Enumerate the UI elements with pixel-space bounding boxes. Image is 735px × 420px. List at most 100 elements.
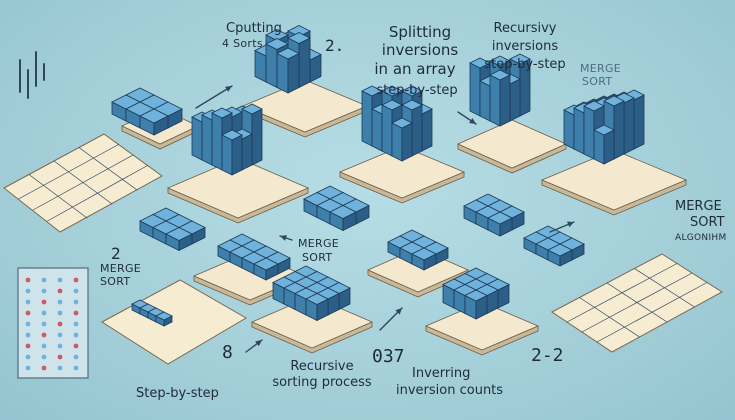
tablet-dot [57,277,63,283]
tablet-dot [57,343,63,349]
block-right-a-cube [487,211,513,237]
tablet-dot [25,310,31,316]
tablet-dot [41,354,47,360]
tablet-dot [41,299,47,305]
label-number-037: 037 [372,346,405,367]
tablet-dot [73,277,79,283]
block-merge-mid-cube [253,257,279,281]
board-left-line [47,165,148,222]
arrow-2-head [280,235,287,241]
label-merge-right-3: ALGONIHM [675,233,727,243]
label-recursive-b-2: sorting process [272,375,372,390]
tablet-dot [73,299,79,305]
platform-merge-right [540,149,688,211]
bars-second-left-cube [221,129,243,176]
tablet-dot [73,321,79,327]
arrow-6-head [469,117,476,124]
tablet-dot [41,321,47,327]
platform-bottom-center [250,295,374,349]
board-bottom-left [101,279,247,365]
label-merge-top-2: SORT [582,75,613,88]
bars-recursive-cube [489,69,511,127]
bars-splitting-cube [401,99,423,157]
tablet-dot [41,365,47,371]
stripe-bottom-left-cube [155,311,173,327]
label-recursive-3: step-by-step [484,57,566,72]
block-center-right-cube [411,247,437,271]
board-right-line [581,272,693,333]
label-recursive-b-1: Recursive [290,359,354,374]
tablet-dot [41,277,47,283]
label-number-neg: 2-2 [531,345,564,366]
label-merge-left-number: 2 [111,244,121,263]
label-merge-right-2: SORT [690,215,725,230]
tablet-dot [25,288,31,294]
tablet-dot [73,332,79,338]
platform-second-left [166,157,310,219]
tablet-dot [57,310,63,316]
tablet-dot [41,310,47,316]
arrow-1 [195,85,233,109]
label-merge-right-1: MERGE [675,199,722,214]
label-number-b: 8 [222,342,233,363]
block-top-left-cube [139,108,169,136]
tablet-dot [25,277,31,283]
tablet-dot [73,365,79,371]
bars-splitting-cube [391,117,413,162]
tablet-dot [57,365,63,371]
block-right-b-cube [547,243,573,267]
board-right-line [634,268,695,308]
bars-merge-right-cube [593,124,615,165]
platform-splitting [338,145,466,199]
board-right-line [596,282,708,343]
tablet-dot [73,343,79,349]
label-recursive-1: Recursivy [493,21,557,36]
label-cputting: Cputting [226,21,282,36]
tablet-dot [57,332,63,338]
tablet-dot [41,332,47,338]
label-recursive-2: inversions [491,39,559,54]
tablet-dot [41,343,47,349]
tablet-dot [73,354,79,360]
label-merge-left-1: MERGE [100,262,142,275]
block-mid-center-cube [329,205,357,232]
tablet-dot [73,310,79,316]
label-step-bottom: Step-by-step [136,386,219,401]
label-merge-left-2: SORT [100,275,131,288]
arrow-5-head [255,340,262,347]
arrow-1-head [225,86,232,92]
tablet-dot [25,299,31,305]
board-left [3,133,163,233]
tablet-dot [57,288,63,294]
platform-top-center [241,79,369,133]
tablet-dot [73,288,79,294]
board-left-line [32,154,134,211]
arrow-3-head [567,221,574,228]
tablet-dot [25,332,31,338]
tablet-dot [25,321,31,327]
tablet-dot [25,354,31,360]
label-splitting-3: in an array [374,60,456,78]
tablet-dot [25,343,31,349]
label-merge-top-1: MERGE [580,62,622,75]
arrow-4-head [395,308,402,315]
platform-recursive [457,119,567,169]
block-bottom-right-cube [464,289,488,320]
label-splitting-2: inversions [381,41,459,59]
board-left-line [78,147,138,191]
label-splitting-1: Splitting [388,23,452,41]
label-merge-mid-1: MERGE [298,237,340,250]
board-right [551,253,723,353]
tablet-dot [57,299,63,305]
label-number-top: 2. [325,36,345,55]
block-mid-left-cube [165,227,193,252]
platform-bottom-right [424,301,540,351]
label-sorts: 4 Sorts [222,37,263,50]
label-splitting-4: step-by-step [376,83,458,98]
label-merge-mid-2: SORT [302,251,333,264]
block-bottom-center-cube [305,293,329,322]
tablet-dot [57,321,63,327]
tablet-dot [25,365,31,371]
